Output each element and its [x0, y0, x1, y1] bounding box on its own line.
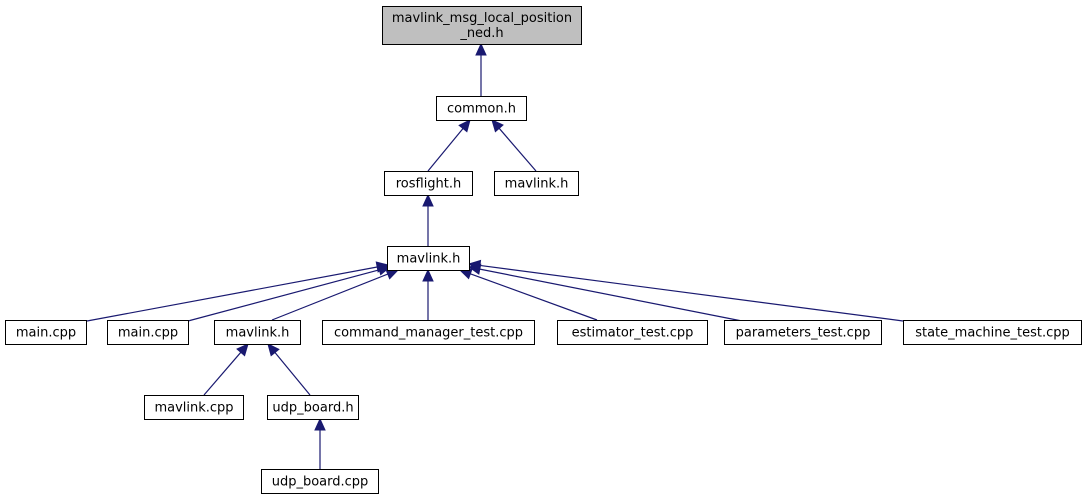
- node-mavlink-h[interactable]: mavlink.h: [494, 171, 579, 196]
- node-state-machine-test-cpp[interactable]: state_machine_test.cpp: [903, 320, 1082, 345]
- edge-n14-to-n13: [314, 417, 326, 469]
- node-label: mavlink_msg_local_position: [392, 11, 572, 26]
- node-label: mavlink.cpp: [154, 401, 233, 416]
- node-mavlink-h[interactable]: mavlink.h: [387, 246, 470, 271]
- arrowhead-icon: [422, 268, 434, 282]
- edge-line: [86, 266, 378, 322]
- edge-n1-to-n0: [475, 42, 487, 96]
- node-label: estimator_test.cpp: [572, 326, 694, 341]
- edge-n9-to-n4: [458, 268, 598, 321]
- edge-line: [427, 128, 464, 172]
- node-box: [107, 320, 189, 345]
- node-box: [387, 246, 470, 271]
- edge-n8-to-n4: [422, 268, 434, 320]
- node-box: [903, 320, 1082, 345]
- edge-n13-to-n7: [267, 343, 311, 396]
- arrowhead-icon: [267, 343, 280, 357]
- edge-line: [479, 264, 904, 322]
- node-estimator-test-cpp[interactable]: estimator_test.cpp: [557, 320, 708, 345]
- node-mavlink-msg-local-position-ned-h: mavlink_msg_local_position_ned.h: [382, 6, 582, 45]
- node-mavlink-cpp[interactable]: mavlink.cpp: [144, 395, 244, 420]
- node-mavlink-h[interactable]: mavlink.h: [214, 320, 301, 345]
- node-box: [557, 320, 708, 345]
- edge-n4-to-n2: [422, 193, 434, 246]
- node-label: parameters_test.cpp: [736, 326, 871, 341]
- node-parameters-test-cpp[interactable]: parameters_test.cpp: [724, 320, 882, 345]
- node-label: _ned.h: [459, 26, 503, 41]
- node-box: [214, 320, 301, 345]
- arrowhead-icon: [236, 343, 249, 357]
- edge-line: [271, 273, 388, 321]
- node-udp-board-cpp[interactable]: udp_board.cpp: [261, 469, 379, 494]
- node-box: [261, 469, 379, 494]
- node-box: [144, 395, 244, 420]
- arrowhead-icon: [422, 193, 434, 207]
- node-box: [724, 320, 882, 345]
- arrowhead-icon: [314, 417, 326, 431]
- node-label: command_manager_test.cpp: [334, 326, 523, 341]
- edge-n6-to-n4: [187, 264, 392, 322]
- node-label: udp_board.cpp: [272, 475, 369, 490]
- arrowhead-icon: [458, 119, 471, 133]
- node-main-cpp[interactable]: main.cpp: [5, 320, 87, 345]
- node-box: [382, 6, 582, 45]
- node-box: [436, 96, 527, 121]
- edges-layer: [86, 42, 904, 469]
- node-box: [322, 320, 535, 345]
- node-box: [5, 320, 87, 345]
- node-label: state_machine_test.cpp: [915, 326, 1070, 341]
- node-udp-board-h[interactable]: udp_board.h: [267, 395, 359, 420]
- node-label: udp_board.h: [272, 401, 353, 416]
- edge-line: [274, 352, 311, 396]
- node-label: mavlink.h: [226, 326, 290, 341]
- edge-line: [498, 127, 537, 172]
- edge-n10-to-n4: [467, 263, 743, 322]
- node-label: main.cpp: [118, 326, 178, 341]
- node-label: rosflight.h: [396, 177, 462, 192]
- node-common-h[interactable]: common.h: [436, 96, 527, 121]
- node-label: mavlink.h: [397, 252, 461, 267]
- edge-n12-to-n7: [203, 343, 249, 396]
- arrowhead-icon: [491, 119, 504, 133]
- node-label: mavlink.h: [505, 177, 569, 192]
- arrowhead-icon: [467, 259, 482, 272]
- edge-n2-to-n1: [427, 119, 471, 172]
- node-box: [384, 171, 473, 196]
- edge-line: [479, 268, 743, 322]
- edge-n11-to-n4: [467, 259, 904, 322]
- node-box: [494, 171, 579, 196]
- edge-n7-to-n4: [271, 268, 400, 321]
- node-box: [267, 395, 359, 420]
- node-main-cpp[interactable]: main.cpp: [107, 320, 189, 345]
- edge-n3-to-n1: [491, 119, 537, 172]
- node-command-manager-test-cpp[interactable]: command_manager_test.cpp: [322, 320, 535, 345]
- edge-line: [470, 273, 598, 321]
- edge-line: [187, 269, 380, 322]
- edge-line: [203, 351, 242, 396]
- node-label: main.cpp: [16, 326, 76, 341]
- node-label: common.h: [447, 102, 516, 117]
- nodes-layer: mavlink_msg_local_position_ned.h common.h…: [5, 6, 1082, 494]
- arrowhead-icon: [475, 42, 487, 56]
- node-rosflight-h[interactable]: rosflight.h: [384, 171, 473, 196]
